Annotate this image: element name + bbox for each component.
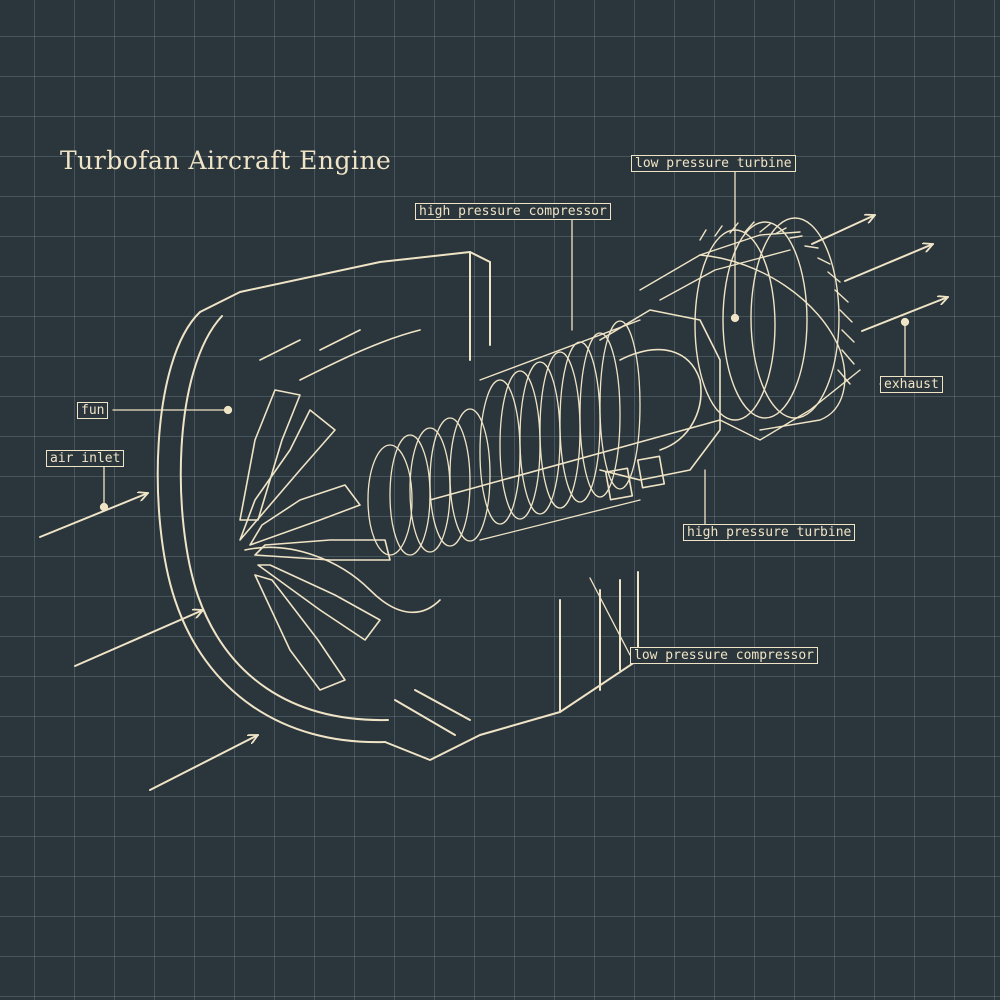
combustion-section — [429, 309, 721, 501]
label-high-pressure-turbine: high pressure turbine — [683, 524, 856, 541]
label-exhaust: exhaust — [880, 376, 943, 393]
exhaust-arrow-2 — [844, 244, 934, 282]
diagram-title: Turbofan Aircraft Engine — [60, 146, 392, 175]
exhaust-arrow-3 — [861, 297, 949, 332]
label-high-pressure-compressor: high pressure compressor — [415, 203, 611, 220]
turbine-section — [639, 217, 861, 441]
exhaust-arrow-1 — [811, 215, 876, 245]
fan-blades — [239, 329, 441, 691]
leader-exhaust — [879, 321, 906, 385]
nacelle — [156, 251, 639, 761]
inlet-arrow-3 — [149, 734, 259, 791]
inlet-arrow-2 — [74, 610, 204, 667]
airflow-arrows — [39, 215, 949, 791]
callout-leaders — [99, 171, 910, 656]
compressor-stages — [367, 319, 641, 556]
leader-lp-compressor — [589, 577, 631, 656]
inlet-arrow-1 — [39, 493, 149, 538]
label-low-pressure-turbine: low pressure turbine — [631, 155, 796, 172]
label-fun: fun — [77, 402, 109, 419]
label-air-inlet: air inlet — [46, 450, 125, 467]
label-low-pressure-compressor: low pressure compressor — [630, 647, 819, 664]
